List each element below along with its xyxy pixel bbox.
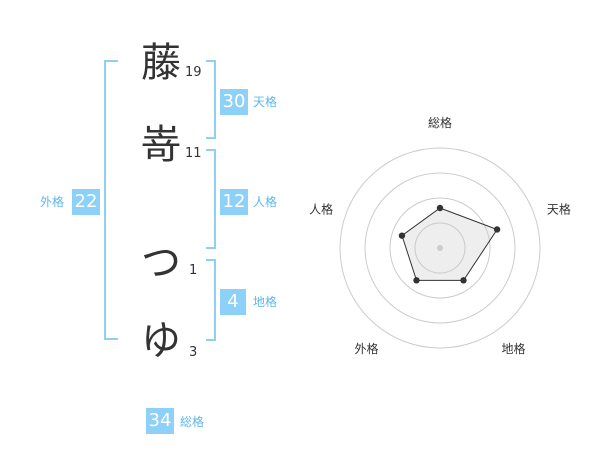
soukaku-value: 34 <box>146 408 174 434</box>
radar-axis-label-5: 人格 <box>309 201 333 216</box>
tenkaku-value: 30 <box>220 89 248 115</box>
tenkaku-label: 天格 <box>253 95 278 109</box>
stroke-count-4: 3 <box>189 345 198 360</box>
gaikaku-bracket <box>104 60 118 340</box>
radar-axis-label-3: 地格 <box>501 341 525 356</box>
jinkaku-label: 人格 <box>253 195 278 209</box>
radar-point-3 <box>460 277 467 284</box>
radar-point-4 <box>413 277 420 284</box>
name-char-1: 藤 <box>141 40 181 86</box>
radar-ring-4 <box>339 147 541 349</box>
gaikaku-value: 22 <box>72 189 100 215</box>
gaikaku-label: 外格 <box>40 195 65 209</box>
radar-center-dot <box>437 245 443 251</box>
radar-axis-label-2: 天格 <box>547 201 571 216</box>
chikaku-value: 4 <box>220 289 246 315</box>
name-char-3: つ <box>141 240 181 286</box>
radar-ring-1 <box>414 222 466 274</box>
radar-axis-label-4: 外格 <box>355 341 379 356</box>
chikaku-bracket <box>206 259 216 341</box>
radar-ring-2 <box>389 197 491 299</box>
radar-point-5 <box>398 232 406 239</box>
stroke-count-1: 19 <box>185 65 202 80</box>
name-char-4: ゆ <box>141 318 181 364</box>
radar-ring-3 <box>364 172 516 324</box>
radar-axis-label-1: 総格 <box>428 115 452 130</box>
radar-data-area <box>401 207 498 281</box>
stroke-count-3: 1 <box>189 263 198 278</box>
stroke-count-2: 11 <box>185 146 202 161</box>
name-char-2: 嵜 <box>141 122 181 168</box>
jinkaku-value: 12 <box>220 189 248 215</box>
soukaku-label: 総格 <box>180 415 205 429</box>
tenkaku-bracket <box>206 60 216 139</box>
chikaku-label: 地格 <box>253 295 278 309</box>
radar-point-2 <box>493 226 501 233</box>
jinkaku-bracket <box>206 149 216 249</box>
radar-point-1 <box>436 204 444 212</box>
